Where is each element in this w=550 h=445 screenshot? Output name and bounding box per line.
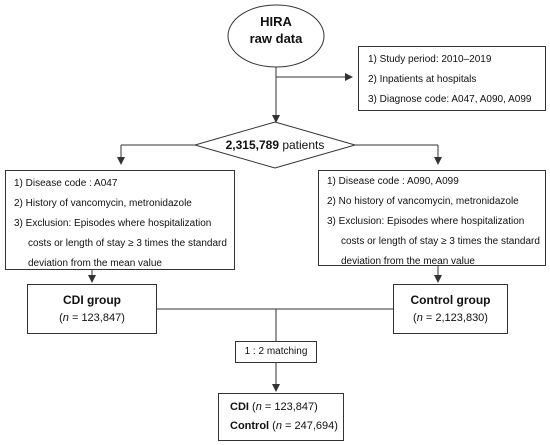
source-subtitle: raw data (249, 31, 303, 46)
cdi-criteria-box: 1) Disease code : A047 2) History of van… (5, 170, 235, 270)
cdi-criteria-disease-code: 1) Disease code : A047 (14, 178, 118, 189)
source-title: HIRA (260, 14, 292, 29)
control-criteria-disease-code: 1) Disease code : A090, A099 (327, 176, 459, 187)
criteria-diagnose-code: 3) Diagnose code: A047, A090, A099 (368, 94, 532, 105)
cdi-group-box: CDI group (n = 123,847) (27, 284, 157, 334)
cdi-criteria-exclusion-cont2: deviation from the mean value (28, 258, 162, 269)
control-group-count: (n = 2,123,830) (413, 312, 488, 324)
cdi-criteria-history: 2) History of vancomycin, metronidazole (14, 198, 192, 209)
cdi-criteria-exclusion: 3) Exclusion: Episodes where hospitaliza… (14, 218, 212, 229)
result-cdi: CDI (n = 123,847) (230, 401, 318, 413)
control-criteria-exclusion-cont1: costs or length of stay ≥ 3 times the st… (341, 236, 540, 247)
cdi-criteria-exclusion-cont1: costs or length of stay ≥ 3 times the st… (28, 238, 227, 249)
cdi-group-title: CDI group (63, 293, 121, 307)
source-node: HIRA raw data (228, 13, 324, 47)
criteria-inpatients: 2) Inpatients at hospitals (368, 74, 477, 85)
decision-diamond (193, 121, 357, 169)
result-control: Control (n = 247,694) (230, 420, 338, 432)
cdi-group-count: (n = 123,847) (59, 312, 125, 324)
patient-count-suffix: patients (279, 138, 325, 152)
control-group-box: Control group (n = 2,123,830) (393, 284, 508, 334)
patient-count: 2,315,789 (225, 138, 279, 152)
matching-label: 1 : 2 matching (244, 346, 308, 357)
study-criteria-box: 1) Study period: 2010–2019 2) Inpatients… (358, 46, 546, 111)
control-criteria-box: 1) Disease code : A090, A099 2) No histo… (318, 170, 546, 267)
control-criteria-exclusion-cont2: deviation from the mean value (341, 256, 475, 267)
control-criteria-history: 2) No history of vancomycin, metronidazo… (327, 196, 519, 207)
criteria-study-period: 1) Study period: 2010–2019 (368, 54, 492, 65)
control-criteria-exclusion: 3) Exclusion: Episodes where hospitaliza… (327, 216, 525, 227)
matching-box: 1 : 2 matching (235, 341, 317, 363)
control-group-title: Control group (410, 293, 491, 307)
result-box: CDI (n = 123,847) Control (n = 247,694) (218, 393, 344, 441)
decision-label: 2,315,789 patients (195, 136, 355, 154)
